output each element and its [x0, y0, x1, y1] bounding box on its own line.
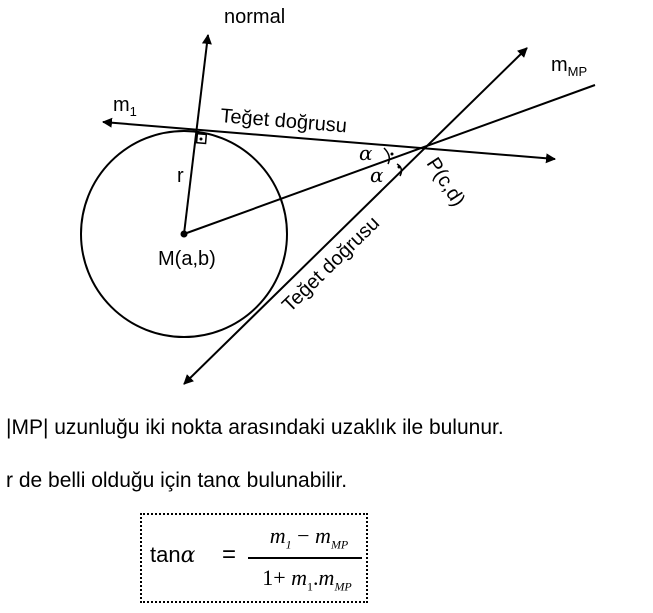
geometry-diagram: normal m1 mMP Teğet doğrusu Teğet doğrus…	[80, 6, 596, 385]
tangent-line-slant	[183, 47, 528, 385]
normal-label: normal	[224, 6, 285, 28]
formula-equals: =	[222, 541, 237, 568]
mmp-label: mMP	[551, 54, 587, 79]
formula-denominator: 1+ m1.mMP	[262, 565, 352, 594]
m1-label: m1	[113, 94, 137, 119]
formula-tan: tan	[150, 542, 181, 567]
right-angle-mark	[195, 132, 208, 145]
angle-arc-upper	[383, 147, 391, 165]
center-label: M(a,b)	[158, 248, 216, 270]
formula-box: tanα = m1 − mMP 1+ m1.mMP	[140, 513, 368, 603]
text-line-2-suffix: bulunabilir.	[240, 469, 348, 492]
alpha-lower-label: α	[370, 163, 384, 187]
alpha-upper-label: α	[359, 141, 373, 165]
angle-arc-lower	[396, 163, 403, 177]
formula-fraction-bar	[248, 557, 362, 559]
formula-alpha: α	[180, 543, 196, 568]
text-line-2: r de belli olduğu için tanα bulunabilir.	[6, 468, 347, 493]
formula-numerator: m1 − mMP	[269, 523, 349, 552]
right-angle-dot	[199, 137, 203, 141]
angle-dot-lower	[397, 165, 401, 169]
tangent-label-slant: Teğet doğrusu	[278, 212, 384, 316]
center-point	[180, 230, 188, 238]
point-label: P(c,d)	[422, 154, 470, 211]
text-line-2-alpha: α	[226, 468, 241, 492]
angle-dot-upper	[390, 152, 394, 156]
text-line-1: |MP| uzunluğu iki nokta arasındaki uzakl…	[6, 416, 504, 439]
formula-lhs: tanα	[150, 542, 195, 568]
radius-label: r	[177, 165, 184, 187]
text-line-2-prefix: r de belli olduğu için tan	[6, 469, 227, 492]
